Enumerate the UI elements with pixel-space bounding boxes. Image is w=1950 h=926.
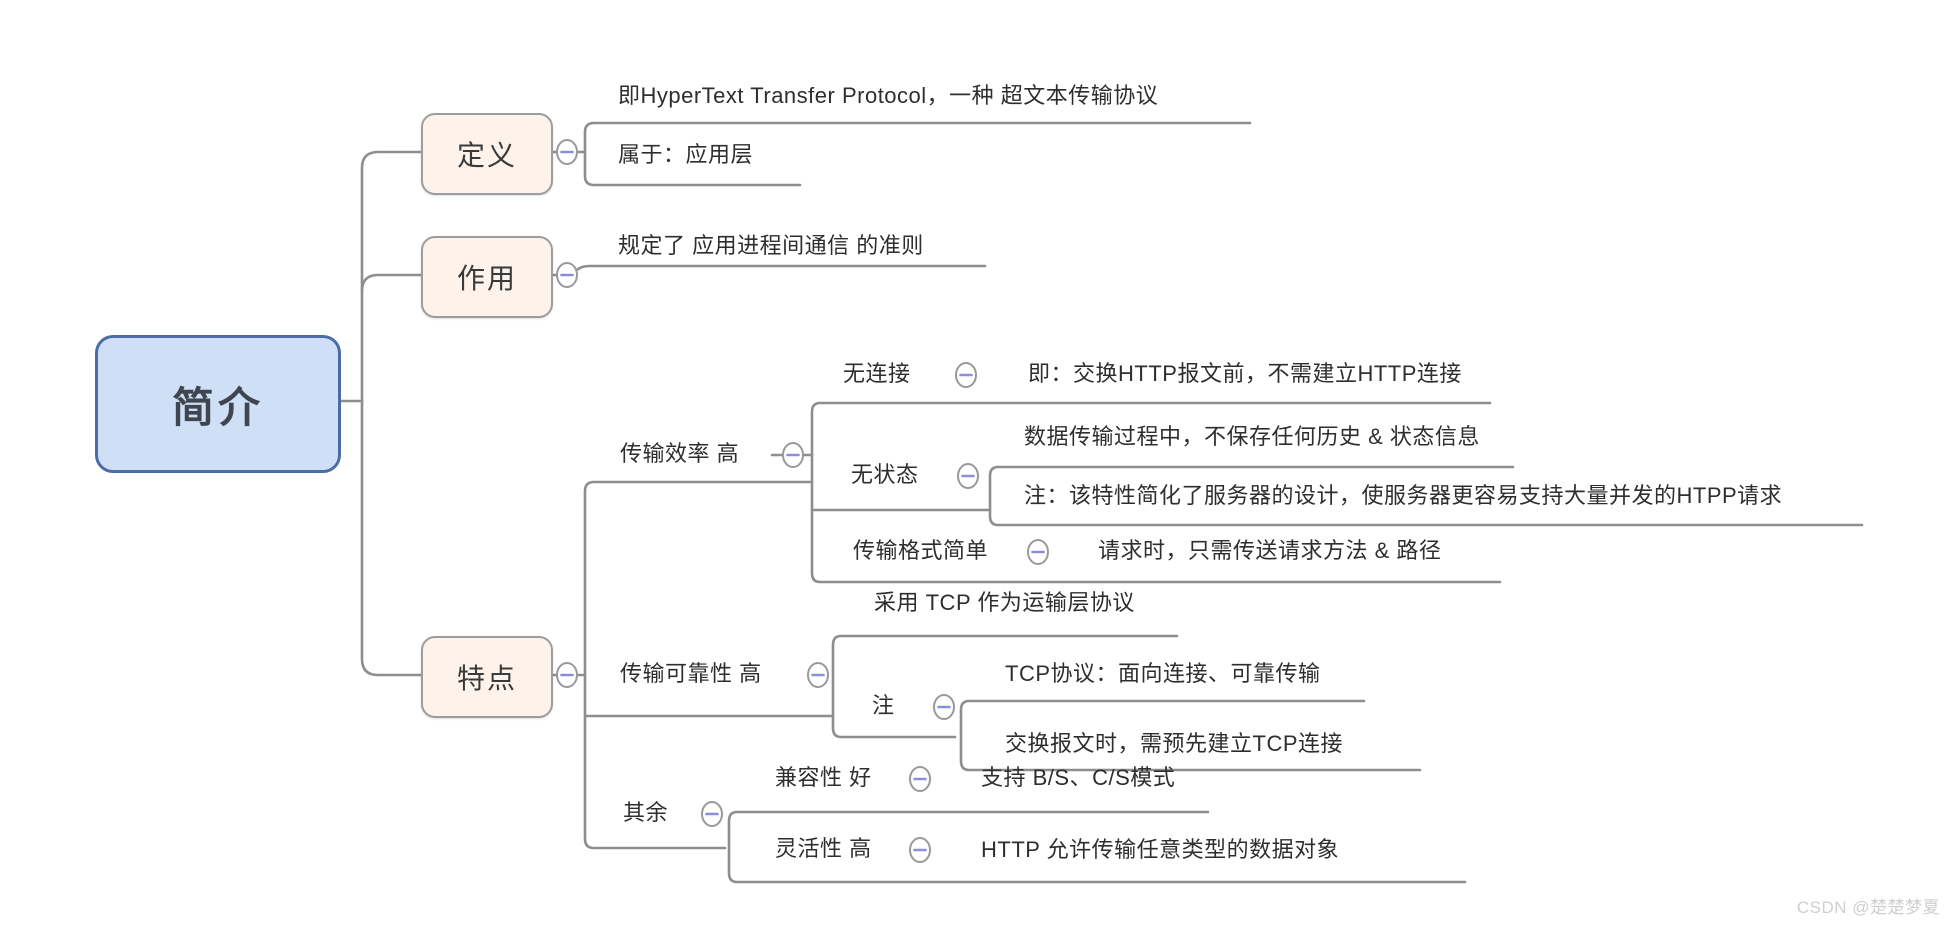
trunk-to-function: [360, 273, 423, 293]
features-children-bracket: [583, 480, 814, 850]
trunk-to-definition: [360, 150, 423, 403]
csdn-watermark: CSDN @楚楚梦夏: [1796, 898, 1940, 917]
node-note[interactable]: 注: [872, 692, 895, 718]
node-reliability-child-1[interactable]: 采用 TCP 作为运输层协议: [874, 589, 1135, 615]
node-efficiency[interactable]: 传输效率 高: [620, 440, 740, 466]
collapse-icon-note[interactable]: [933, 694, 955, 720]
node-stateless[interactable]: 无状态: [851, 461, 919, 487]
node-note-child-1[interactable]: TCP协议：面向连接、可靠传输: [1005, 660, 1321, 686]
reliability-children-bracket: [831, 634, 1179, 739]
node-features[interactable]: 特点: [421, 636, 553, 718]
node-features-label: 特点: [456, 663, 517, 694]
node-flexibility[interactable]: 灵活性 高: [775, 835, 872, 861]
trunk-to-features: [360, 399, 423, 677]
node-compatibility[interactable]: 兼容性 好: [775, 764, 872, 790]
collapse-icon-simple-format[interactable]: [1027, 539, 1049, 565]
root-node[interactable]: 简介: [95, 335, 341, 473]
node-function-label: 作用: [456, 263, 517, 294]
node-flexibility-child[interactable]: HTTP 允许传输任意类型的数据对象: [981, 836, 1340, 862]
collapse-icon-connectionless[interactable]: [955, 362, 977, 388]
node-simple-format[interactable]: 传输格式简单: [853, 537, 989, 563]
collapse-icon-definition[interactable]: [556, 139, 578, 165]
node-definition-child-2[interactable]: 属于：应用层: [618, 141, 754, 167]
node-others[interactable]: 其余: [623, 799, 669, 825]
definition-children-bracket: [583, 121, 1252, 187]
root-node-label: 简介: [171, 383, 264, 431]
node-note-child-2[interactable]: 交换报文时，需预先建立TCP连接: [1005, 730, 1344, 756]
stateless-children-bracket: [988, 465, 1864, 527]
node-simple-format-child[interactable]: 请求时，只需传送请求方法 & 路径: [1098, 537, 1442, 563]
node-compatibility-child[interactable]: 支持 B/S、C/S模式: [981, 764, 1176, 790]
node-function-child-1[interactable]: 规定了 应用进程间通信 的准则: [618, 232, 924, 258]
node-connectionless-child[interactable]: 即：交换HTTP报文前，不需建立HTTP连接: [1028, 360, 1462, 386]
collapse-icon-function[interactable]: [556, 262, 578, 288]
function-child-line: [547, 264, 987, 277]
collapse-icon-compatibility[interactable]: [909, 766, 931, 792]
node-stateless-child-2[interactable]: 注：该特性简化了服务器的设计，使服务器更容易支持大量并发的HTPP请求: [1024, 482, 1783, 508]
collapse-icon-stateless[interactable]: [957, 463, 979, 489]
node-stateless-child-1[interactable]: 数据传输过程中，不保存任何历史 & 状态信息: [1024, 423, 1480, 449]
efficiency-children-bracket: [810, 401, 1502, 584]
node-function[interactable]: 作用: [421, 236, 553, 318]
node-definition[interactable]: 定义: [421, 113, 553, 195]
collapse-icon-flexibility[interactable]: [909, 837, 931, 863]
note-children-bracket: [959, 699, 1422, 772]
others-children-bracket: [727, 810, 1467, 884]
node-reliability[interactable]: 传输可靠性 高: [620, 660, 762, 686]
node-definition-child-1[interactable]: 即HyperText Transfer Protocol，一种 超文本传输协议: [618, 82, 1159, 108]
collapse-icon-features[interactable]: [556, 662, 578, 688]
node-connectionless[interactable]: 无连接: [843, 360, 911, 386]
collapse-icon-others[interactable]: [701, 801, 723, 827]
node-definition-label: 定义: [456, 140, 517, 171]
collapse-icon-efficiency[interactable]: [782, 442, 804, 468]
collapse-icon-reliability[interactable]: [807, 662, 829, 688]
